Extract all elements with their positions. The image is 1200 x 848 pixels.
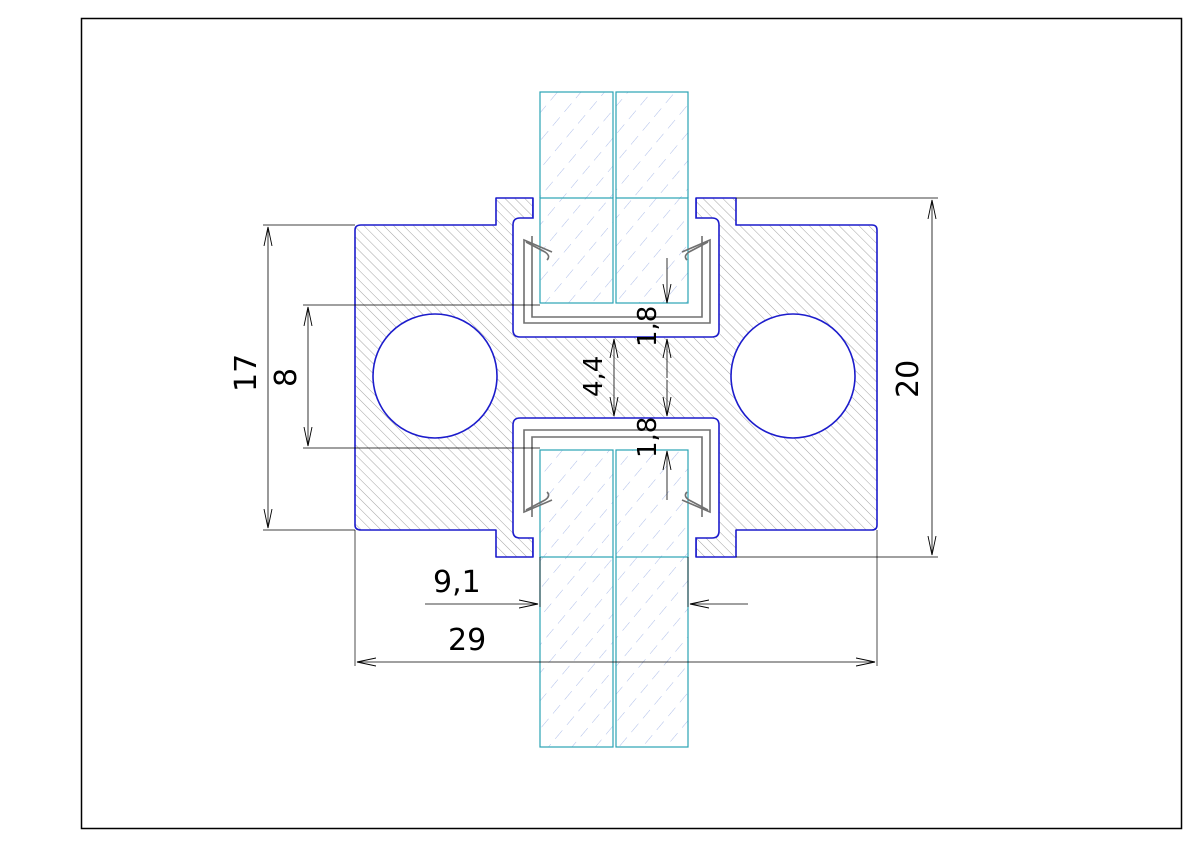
dim-label-overall-height: 20	[891, 360, 926, 398]
dim-label-overall-width: 29	[448, 623, 486, 658]
dim-label-body-height: 17	[229, 354, 264, 392]
seal-gasket-top	[523, 236, 711, 324]
dim-label-seal-top: 1,8	[633, 306, 663, 347]
dim-label-web-thickness: 4,4	[579, 356, 609, 397]
left-round-chamber	[372, 313, 498, 439]
dim-label-glass-opening: 9,1	[433, 565, 481, 600]
drawing-frame	[80, 17, 1183, 830]
seal-gasket-bottom	[523, 429, 711, 517]
right-round-chamber	[730, 313, 856, 439]
dim-label-inner-height: 8	[269, 368, 304, 387]
dim-label-seal-bottom: 1,8	[633, 417, 663, 458]
